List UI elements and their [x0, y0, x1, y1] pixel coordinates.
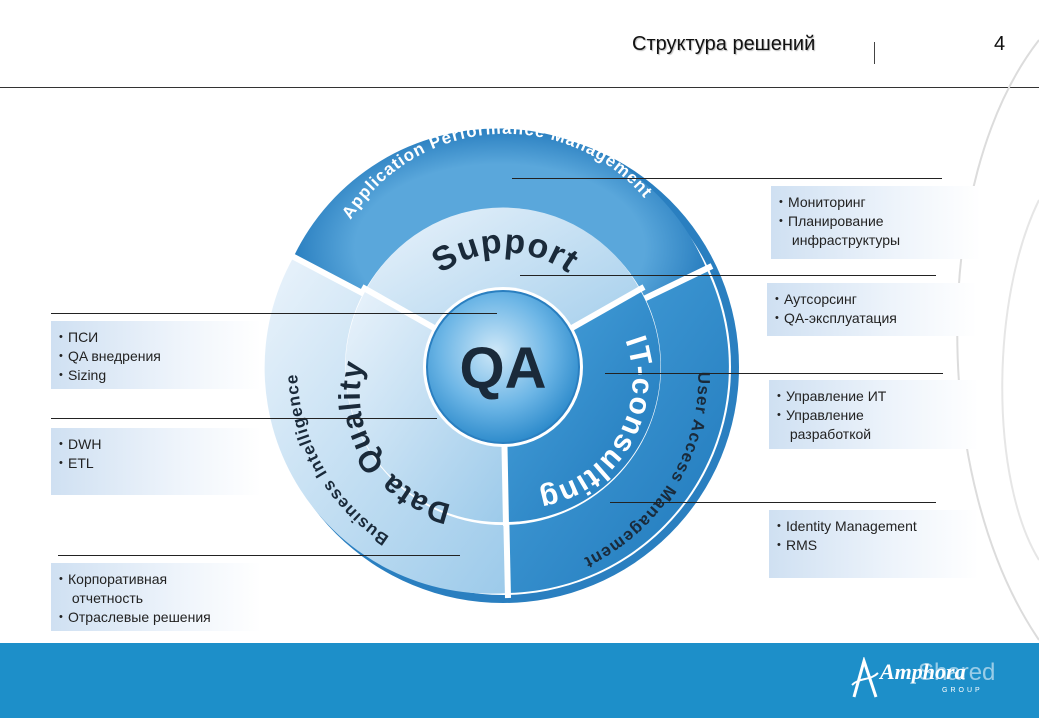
callout-item: DWH [59, 435, 261, 454]
callout-item: Корпоративная отчетность [59, 570, 261, 608]
callout-identity: Identity Management RMS [769, 510, 979, 578]
company-logo: Amphora GROUP Shared [850, 655, 1010, 705]
logo-mark-icon [851, 657, 879, 698]
leader-line-data-quality [51, 418, 437, 419]
callout-item: RMS [777, 536, 979, 555]
leader-line-support [520, 275, 936, 276]
leader-line-qa [51, 313, 497, 314]
callout-item: Планирование инфраструктуры [779, 212, 981, 250]
callout-it-management: Управление ИТ Управление разработкой [769, 380, 979, 449]
page-number: 4 [994, 33, 1006, 55]
callout-item: Аутсорсинг [775, 290, 977, 309]
leader-line-bi [58, 555, 460, 556]
callout-item: Identity Management [777, 517, 979, 536]
leader-line-apm [512, 178, 942, 179]
callout-dwh: DWH ETL [51, 428, 261, 495]
callout-item: QA-эксплуатация [775, 309, 977, 328]
header-rule [0, 87, 1039, 88]
callout-item: Sizing [59, 366, 261, 385]
title-divider [874, 42, 875, 64]
page-title: Структура решений [632, 33, 816, 55]
callout-corporate-reporting: Корпоративная отчетность Отраслевые реше… [51, 563, 261, 631]
callout-item: Мониторинг [779, 193, 981, 212]
logo-subtext: GROUP [942, 687, 983, 694]
callout-monitoring: Мониторинг Планирование инфраструктуры [771, 186, 981, 259]
callout-item: ETL [59, 454, 261, 473]
watermark-text: Shared [918, 659, 996, 686]
callout-item: Отраслевые решения [59, 608, 261, 627]
callout-item: QA внедрения [59, 347, 261, 366]
callout-item: Управление ИТ [777, 387, 979, 406]
logo-text: Amphora [880, 659, 966, 684]
callout-psi: ПСИ QA внедрения Sizing [51, 321, 261, 389]
core-circle [426, 290, 580, 444]
footer-bar [0, 643, 1039, 718]
leader-line-it-consulting [605, 373, 943, 374]
callout-item: Управление разработкой [777, 406, 979, 444]
core-label: QA [460, 336, 547, 401]
callout-outsourcing: Аутсорсинг QA-эксплуатация [767, 283, 977, 336]
leader-line-user-access [610, 502, 936, 503]
callout-item: ПСИ [59, 328, 261, 347]
